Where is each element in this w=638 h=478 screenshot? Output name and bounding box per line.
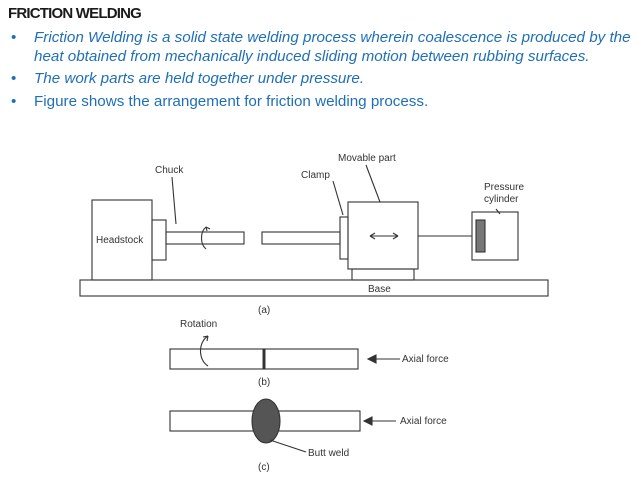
bullet-glyph: • — [11, 70, 17, 87]
label-chuck: Chuck — [155, 165, 184, 176]
bar-right-c — [269, 410, 361, 432]
bullet-text: The work parts are held together under p… — [34, 70, 365, 87]
piston-head — [475, 219, 486, 253]
bullet-item: • Friction Welding is a solid state weld… — [8, 29, 633, 66]
rotating-workpiece — [165, 231, 245, 245]
bar-left-c — [169, 410, 265, 432]
bullet-item: • The work parts are held together under… — [8, 70, 633, 89]
bullet-list: • Friction Welding is a solid state weld… — [8, 29, 633, 115]
rotation-arrow-icon — [200, 226, 207, 250]
label-base: Base — [368, 284, 391, 295]
label-pressure: Pressure — [484, 182, 524, 193]
bullet-text: Friction Welding is a solid state weldin… — [34, 29, 631, 65]
label-axial-force-c: Axial force — [400, 416, 447, 427]
label-cylinder: cylinder — [484, 194, 519, 205]
label-headstock: Headstock — [96, 235, 144, 246]
label-axial-force-b: Axial force — [402, 354, 449, 365]
label-clamp: Clamp — [301, 170, 330, 181]
label-butt-weld: Butt weld — [308, 448, 349, 459]
bar-right-b — [263, 348, 359, 370]
bullet-text: Figure shows the arrangement for frictio… — [34, 92, 429, 110]
label-movable-part: Movable part — [338, 153, 396, 164]
chuck-block — [151, 219, 167, 261]
butt-weld-bulge — [251, 398, 281, 444]
caption-a: (a) — [258, 305, 270, 316]
slide-title: FRICTION WELDING — [8, 5, 142, 22]
rotation-arrow-b-icon — [199, 335, 209, 367]
slide-support — [351, 268, 415, 281]
bullet-item: • Figure shows the arrangement for frict… — [8, 93, 633, 112]
base-block — [79, 279, 549, 297]
caption-b: (b) — [258, 377, 270, 388]
pressure-cylinder — [471, 211, 519, 261]
bullet-glyph: • — [11, 29, 17, 46]
clamp-block — [339, 216, 349, 260]
bullet-glyph: • — [11, 92, 17, 110]
label-rotation: Rotation — [180, 319, 217, 330]
bar-left-b — [169, 348, 265, 370]
caption-c: (c) — [258, 462, 270, 473]
movable-workpiece — [261, 231, 341, 245]
